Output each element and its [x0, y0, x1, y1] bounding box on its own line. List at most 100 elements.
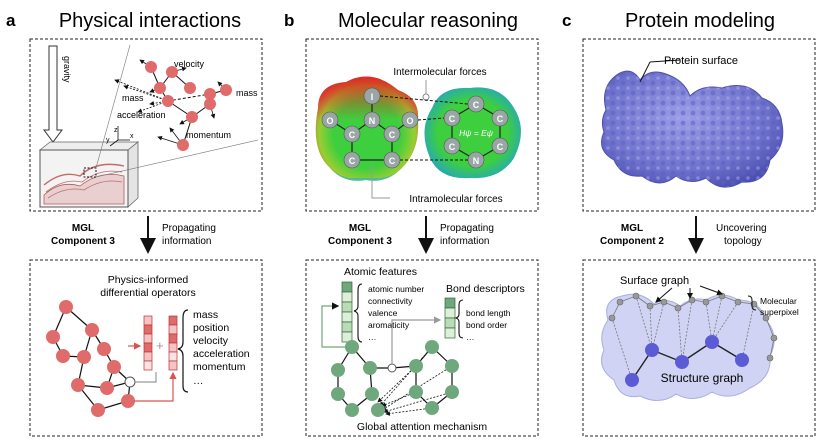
- graph-node: [91, 403, 105, 417]
- graph-node: [56, 349, 70, 363]
- list-item-mass: mass: [193, 309, 218, 321]
- graph-node: [46, 330, 60, 344]
- particle: [186, 111, 198, 123]
- axis-y-label: y: [106, 137, 110, 144]
- schrodinger-equation: Hψ = Eψ: [459, 128, 493, 138]
- feature-vector-right: [168, 315, 178, 371]
- atom-label: O: [326, 116, 333, 126]
- intermolecular-link: [417, 117, 445, 121]
- panel-b-component-line1: MGL: [349, 223, 371, 234]
- atom-label: C: [389, 130, 396, 140]
- atom-label: C: [389, 156, 396, 166]
- terrain-box: [38, 141, 140, 208]
- graph-node: [371, 403, 385, 417]
- global-attention-label: Global attention mechanism: [357, 421, 487, 433]
- panel-b: b Molecular reasoning Intermolecular for…: [284, 10, 539, 437]
- panel-b-arrow-label-line2: information: [440, 236, 489, 247]
- surface-graph-pointer: [655, 287, 673, 303]
- bond-descriptors-title: Bond descriptors: [446, 283, 525, 295]
- red-connector-2: [134, 371, 177, 402]
- particle: [204, 88, 216, 100]
- intramolecular-pointer: [371, 166, 390, 199]
- atom-label: C: [497, 142, 504, 152]
- protein-surface-pointer: [649, 59, 681, 63]
- intermolecular-dot: [422, 93, 430, 101]
- graph-node: [445, 359, 459, 373]
- graph-node: [71, 378, 85, 392]
- graph-node: [409, 359, 423, 373]
- intramolecular-label: Intramolecular forces: [409, 194, 502, 205]
- panel-b-title: Molecular reasoning: [338, 10, 518, 32]
- list-item-velocity: velocity: [193, 335, 229, 347]
- panel-c-component-line1: MGL: [621, 223, 643, 234]
- bond-feature-item: bond length: [466, 308, 511, 318]
- molecule-left: I O N O C C C C: [315, 76, 419, 181]
- panel-c: c Protein modeling Protein surface MGL C…: [562, 10, 816, 437]
- atom-label: C: [497, 114, 504, 124]
- graph-node: [121, 394, 135, 408]
- graph-node: [331, 363, 345, 377]
- particle: [184, 82, 196, 94]
- atomic-feature-item: …: [368, 332, 377, 342]
- panel-a: a Physical interactions gravity z: [6, 10, 263, 437]
- atomic-brace: [353, 283, 363, 343]
- atom-label: O: [406, 116, 413, 126]
- physics-informed-line2: differential operators: [100, 287, 196, 299]
- atom-label: N: [369, 116, 376, 126]
- graph-node: [331, 387, 345, 401]
- structure-node: [735, 353, 749, 367]
- atomic-feature-item: aromaticity: [368, 320, 410, 330]
- graph-node: [77, 350, 91, 364]
- graph-node: [425, 340, 439, 354]
- bond-feature-item: …: [466, 332, 475, 342]
- atomic-features-title: Atomic features: [344, 266, 417, 278]
- panel-b-bottom-box: [305, 259, 539, 437]
- structure-node: [705, 335, 719, 349]
- superpixel-label-line1: Molecular: [760, 296, 797, 306]
- panel-a-top-box: [29, 38, 263, 212]
- panel-c-bottom-box: [582, 259, 816, 437]
- surface-graph-label: Surface graph: [620, 275, 689, 287]
- graph-node: [345, 340, 359, 354]
- graph-node: [365, 387, 379, 401]
- atom-label: C: [449, 142, 456, 152]
- physics-informed-line1: Physics-informed: [108, 274, 189, 286]
- axis-x-label: x: [130, 133, 134, 140]
- bond-feature-vector: [444, 297, 456, 339]
- particle: [154, 82, 166, 94]
- atomic-feature-vector: [341, 281, 353, 343]
- graph-node: [445, 385, 459, 399]
- panel-a-bottom-box: [29, 259, 263, 437]
- list-item-acceleration: acceleration: [193, 348, 250, 360]
- panel-b-component-line2: Component 3: [328, 236, 392, 247]
- zoom-line-2: [95, 139, 259, 178]
- panel-a-arrow-label-line2: information: [162, 236, 211, 247]
- particle: [166, 66, 178, 78]
- list-item-ellipsis: …: [193, 375, 204, 387]
- structure-node: [625, 373, 639, 387]
- bond-brace: [454, 299, 464, 339]
- panel-c-top-box: [582, 38, 816, 212]
- list-item-momentum: momentum: [193, 361, 246, 373]
- panel-c-arrow-label-line1: Uncovering: [716, 223, 767, 234]
- graph-node: [107, 360, 121, 374]
- particle: [162, 95, 174, 107]
- atomic-feature-item: atomic number: [368, 284, 424, 294]
- graph-node: [425, 401, 439, 415]
- panel-c-arrow-label-line2: topology: [724, 236, 762, 247]
- graph-node: [97, 342, 111, 356]
- structure-node: [645, 343, 659, 357]
- graph-node: [345, 403, 359, 417]
- axis-z-label: z: [114, 127, 118, 134]
- atom-label: I: [371, 92, 374, 102]
- atom-label: C: [349, 156, 356, 166]
- graph-node: [59, 300, 73, 314]
- atom-label: N: [473, 156, 480, 166]
- attention-arrows: [377, 346, 453, 416]
- particle-system: velocity mass mass acceleration momentum: [114, 59, 258, 151]
- gray-connector: [134, 372, 157, 383]
- atom-feature-connector: [321, 302, 346, 348]
- particle: [220, 84, 232, 96]
- mass-label-right: mass: [236, 88, 258, 98]
